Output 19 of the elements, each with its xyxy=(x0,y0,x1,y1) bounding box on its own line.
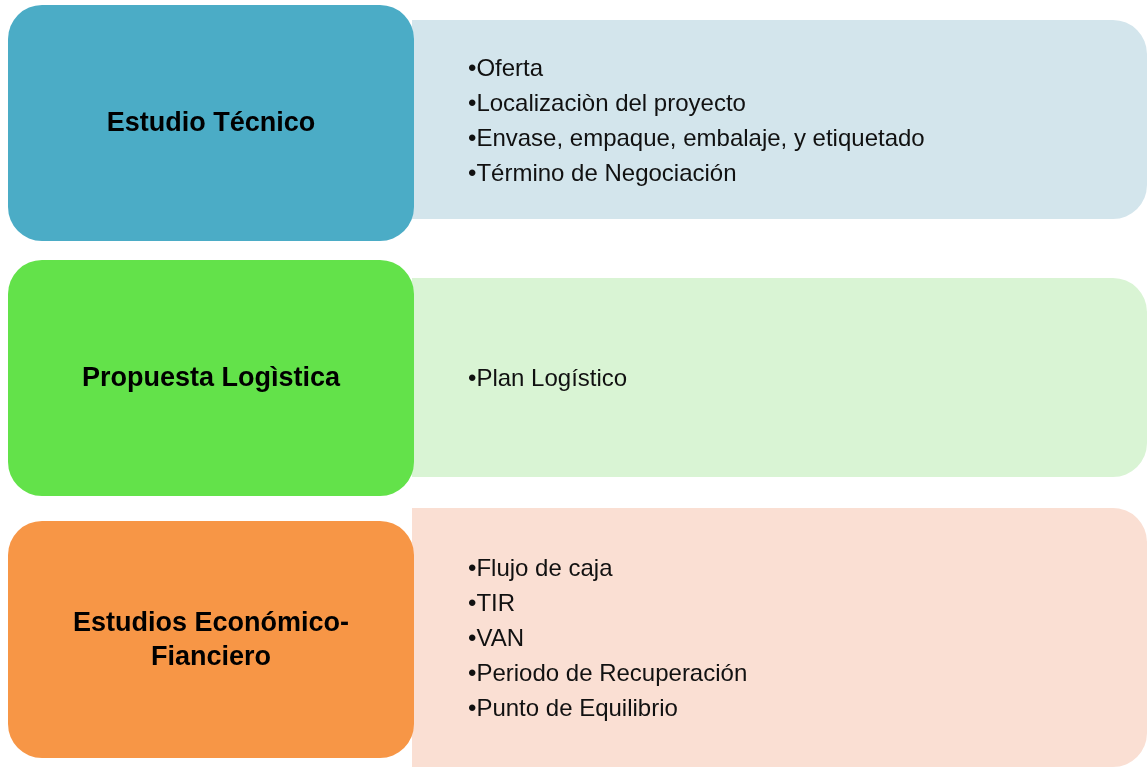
detail-panel xyxy=(412,278,1147,477)
bullet-item: •Oferta xyxy=(468,52,545,83)
bullet-item: •Periodo de Recuperación xyxy=(468,658,749,688)
category-title: Estudios Económico-Fianciero xyxy=(72,605,350,673)
bullet-item: •Plan Logístico xyxy=(468,363,629,393)
category-box xyxy=(8,5,414,241)
bullet-item: •VAN xyxy=(468,623,525,653)
bullet-item: •Flujo de caja xyxy=(468,553,614,583)
category-title: Estudio Técnico xyxy=(106,106,316,140)
bullet-item: •Término de Negociación xyxy=(468,157,738,188)
bullet-item: •Punto de Equilibrio xyxy=(468,693,679,723)
bullet-item: •Envase, empaque, embalaje, y etiquetado xyxy=(468,122,926,153)
category-box xyxy=(8,521,414,758)
detail-panel xyxy=(412,508,1147,767)
category-title: Propuesta Logìstica xyxy=(81,361,341,395)
bullet-item: •TIR xyxy=(468,588,517,618)
detail-panel xyxy=(412,20,1147,219)
bullet-item: •Localizaciòn del proyecto xyxy=(468,87,747,118)
category-box xyxy=(8,260,414,496)
